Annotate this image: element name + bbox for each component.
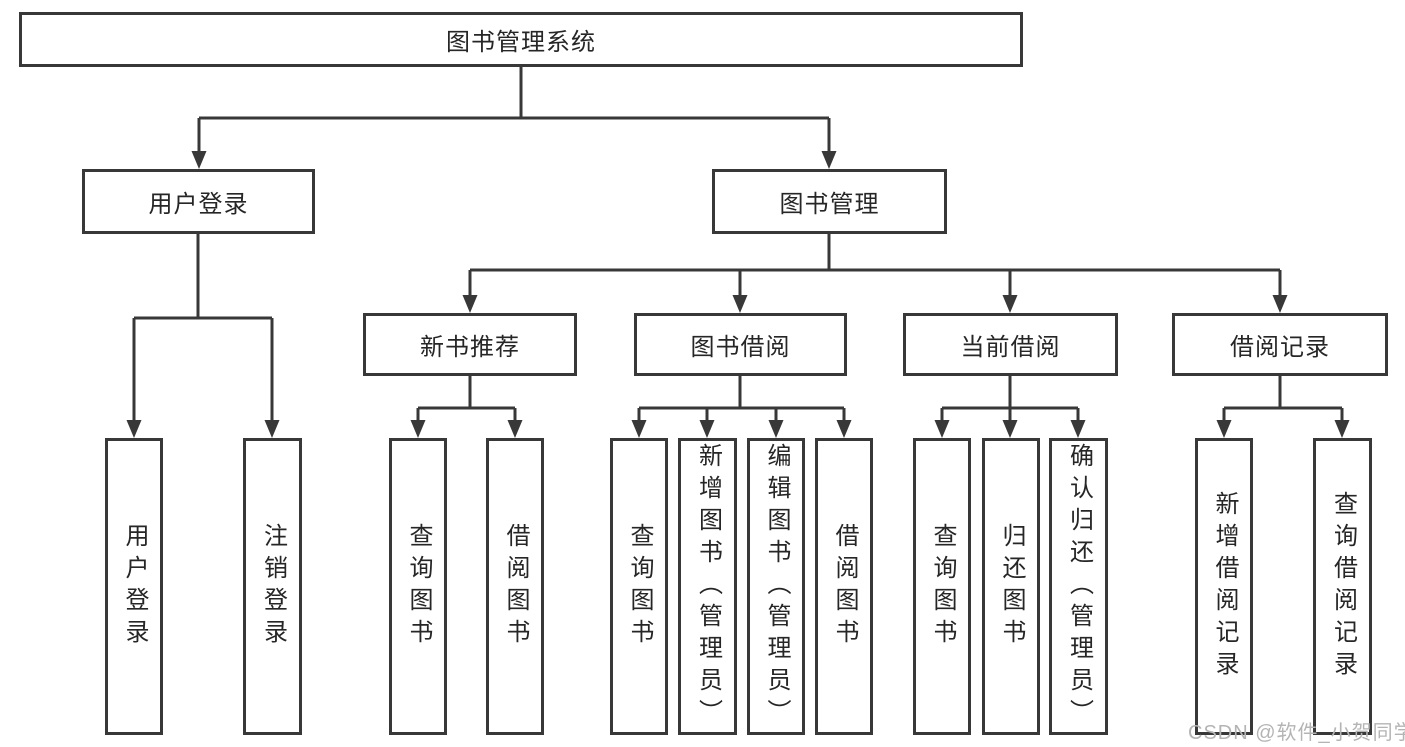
node-user-login-branch: 用户登录 [82,169,315,234]
arrowheads [126,151,1350,438]
node-library-system: 图书管理系统 [19,12,1023,67]
node-book-borrow: 图书借阅 [634,313,847,376]
node-label: 图书管理系统 [446,29,596,56]
leaf-current-query-books: 查询图书 [913,438,971,735]
leaf-label: 查询图书 [626,522,653,651]
leaf-current-confirm-return-admin: 确认归还（管理员） [1049,438,1108,735]
leaf-current-return-books: 归还图书 [982,438,1040,735]
leaf-label: 借阅图书 [502,522,529,651]
leaf-label: 新增借阅记录 [1211,490,1238,683]
leaf-newbook-borrow-books: 借阅图书 [486,438,544,735]
leaf-borrow-query-books: 查询图书 [610,438,668,735]
node-label: 用户登录 [148,191,249,218]
node-label: 图书借阅 [690,334,791,361]
leaf-label: 查询借阅记录 [1329,490,1357,683]
leaf-borrow-add-books-admin: 新增图书（管理员） [678,438,737,735]
leaf-newbook-query-books: 查询图书 [389,438,447,735]
leaf-borrow-edit-books-admin: 编辑图书（管理员） [747,438,805,735]
node-book-management: 图书管理 [712,169,947,234]
leaf-label: 借阅图书 [831,522,858,651]
leaf-user-login: 用户登录 [105,438,163,735]
leaf-records-query-record: 查询借阅记录 [1313,438,1372,735]
leaf-label: 注销登录 [259,522,287,651]
csdn-watermark: CSDN @软件_小贺同学 [1188,722,1405,744]
leaf-label: 编辑图书（管理员） [763,442,790,731]
leaf-label: 查询图书 [405,522,432,651]
leaf-records-add-record: 新增借阅记录 [1195,438,1253,735]
node-label: 新书推荐 [420,334,520,361]
leaf-label: 确认归还（管理员） [1065,442,1093,731]
node-label: 借阅记录 [1230,334,1330,361]
node-current-borrow: 当前借阅 [903,313,1118,376]
leaf-label: 查询图书 [929,522,956,651]
leaf-label: 新增图书（管理员） [694,442,722,731]
leaf-label: 归还图书 [998,522,1025,651]
node-label: 当前借阅 [960,334,1061,361]
leaf-label: 用户登录 [121,522,148,651]
leaf-borrow-borrow-books: 借阅图书 [815,438,873,735]
node-borrow-records: 借阅记录 [1172,313,1388,376]
node-label: 图书管理 [779,191,880,218]
node-new-book-recommend: 新书推荐 [363,313,577,376]
leaf-logout: 注销登录 [243,438,302,735]
